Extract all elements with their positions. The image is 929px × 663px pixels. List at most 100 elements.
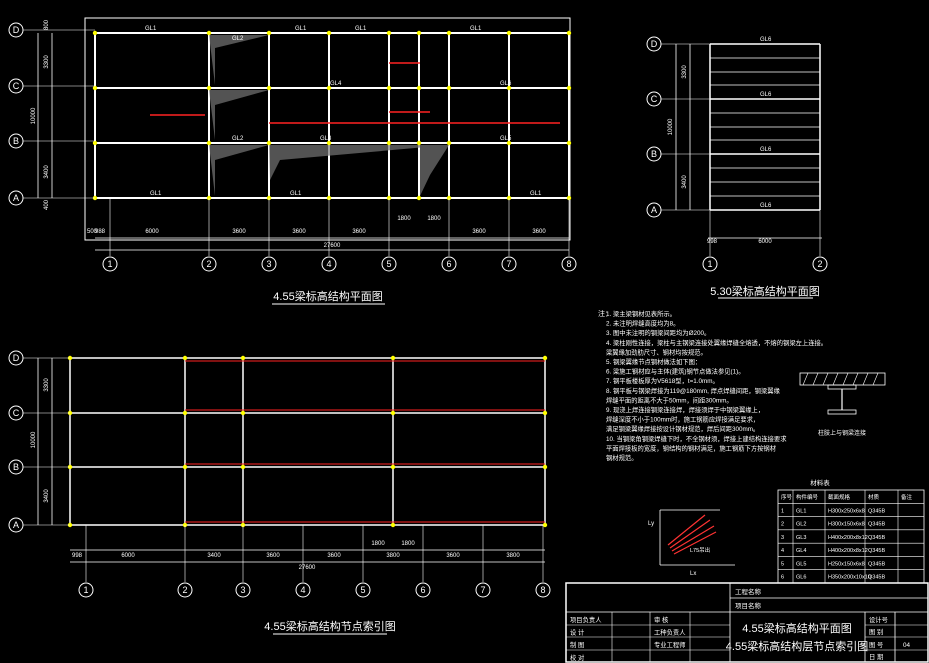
note-line: 9. 现浇上焊连接钢梁连接焊，焊接须焊于中钢梁翼缘上， (606, 405, 764, 414)
p2-beam-label: GL6 (760, 37, 772, 43)
table-cell: Q345B (868, 522, 885, 528)
hatch-line (862, 372, 869, 386)
axis-label: 7 (480, 585, 485, 595)
table-cell: GL2 (796, 522, 806, 528)
axis-label: 8 (540, 585, 545, 595)
plan-4-55-structure[interactable]: GL1 GL1 GL1 GL1 GL1 GL1 GL1 GL2 GL2 GL3 … (8, 17, 577, 305)
axis-label: 2 (182, 585, 187, 595)
slab-hatch-5 (420, 145, 449, 196)
axis-label: C (651, 94, 658, 104)
detail-caption: 柱肢上与钢梁连接 (818, 429, 866, 437)
p3-axis-C: C (8, 405, 24, 421)
axis-bubble-circle (102, 256, 118, 272)
axis-label: 5 (386, 259, 391, 269)
p2-dim-y: 3300 (682, 65, 688, 79)
table-cell: H250x150x6x8 (828, 561, 865, 567)
axis-bubble-C: C (8, 78, 24, 94)
axis-label: D (13, 25, 20, 35)
detail-flange-bottom (827, 409, 857, 415)
node-marker (416, 30, 422, 36)
axis-bubble-B: B (8, 133, 24, 149)
beam-label: GL1 (470, 26, 482, 32)
axis-bubble-circle (235, 582, 251, 598)
table-header: 序号 (781, 493, 793, 501)
p3-overall-x: 27600 (299, 565, 316, 571)
axis-label: A (13, 193, 19, 203)
p3-dim-x: 3600 (266, 553, 280, 559)
plan-5-30-structure[interactable]: GL6 GL6 GL6 GL6 998 6000 3300 3400 10000… (646, 36, 828, 299)
tb-sub-label: 项目名称 (735, 601, 762, 610)
axis-label: 2 (817, 259, 822, 269)
note-line: 焊缝平面的距离不大于50mm，间距300mm。 (606, 395, 733, 404)
axis-label: A (13, 520, 19, 530)
note-line: 10. 当钢梁角钢梁焊缝下时，不全钢材须，焊接上建结构连接要求 (606, 434, 787, 443)
p3-axis-8: 8 (535, 582, 551, 598)
beam-label: GL6 (500, 81, 512, 87)
axis-bubble-8: 8 (561, 256, 577, 272)
table-cell: GL3 (796, 535, 806, 541)
overall-dim-x: 27600 (324, 243, 341, 249)
node-marker (386, 85, 392, 91)
table-header: 材质 (868, 493, 880, 501)
dim-y: 3400 (44, 165, 50, 179)
dim-x: 3600 (352, 229, 366, 235)
table-cell: 5 (781, 561, 784, 567)
node-marker (240, 464, 246, 470)
node-marker (542, 355, 548, 361)
p2-axis-A: A (646, 202, 662, 218)
axis-bubble-7: 7 (501, 256, 517, 272)
axis-label: 6 (446, 259, 451, 269)
plan1-frame (84, 17, 571, 241)
hatch-line (822, 372, 829, 386)
axis-label: B (13, 136, 19, 146)
table-cell: GL1 (796, 508, 806, 514)
node-marker (566, 140, 572, 146)
tb-left-label: 制 图 (570, 640, 584, 649)
note-line: 焊缝深度不小于100mm时，施工钢筋应焊接满足要求， (606, 415, 759, 424)
beam-label: GL1 (295, 26, 307, 32)
p3-dim-x: 998 (72, 553, 83, 559)
tb-right-label: 日 期 (869, 653, 883, 661)
axis-bubble-D: D (8, 22, 24, 38)
p2-axis-2: 2 (812, 256, 828, 272)
note-line: 4. 梁柱刚性连接，梁柱与主钢梁连接处翼缘焊缝全熔透，不熔的钢梁左上连接。 (606, 338, 827, 347)
title-block-frame (565, 582, 929, 663)
beam-connection-sketch: Ly Lx L75吊出 (648, 509, 735, 577)
axis-label: B (13, 462, 19, 472)
dim-x: 3600 (532, 229, 546, 235)
node-marker (390, 410, 396, 416)
dim-x: 988 (95, 229, 106, 235)
axis-label: 3 (240, 585, 245, 595)
axis-label: D (13, 353, 20, 363)
hatch-line (832, 372, 839, 386)
axis-bubble-circle (501, 256, 517, 272)
beam-label: GL1 (145, 26, 157, 32)
tb-right-label: 设计号 (869, 615, 888, 624)
general-notes: 注： 1. 梁主梁钢材见表所示。2. 未注明焊缝高度均为8。3. 图中未注明的钢… (598, 309, 827, 462)
hatch-line (802, 372, 809, 386)
p3-axis-A: A (8, 517, 24, 533)
overall-dim-y: 10000 (31, 107, 37, 124)
p3-axis-D: D (8, 350, 24, 366)
note-line: 平面焊接板的宽度，钢结构的钢材满足，施工钢筋下方按钢材 (606, 443, 777, 452)
p3-axis-7: 7 (475, 582, 491, 598)
node-marker (390, 464, 396, 470)
table-cell: 2 (781, 522, 784, 528)
p2-axis-1: 1 (702, 256, 718, 272)
node-marker (542, 522, 548, 528)
axis-bubble-circle (78, 582, 94, 598)
node-marker (416, 140, 422, 146)
axis-bubble-circle (355, 582, 371, 598)
table-cell: H350x200x10x10 (828, 575, 871, 581)
p3-axis-6: 6 (415, 582, 431, 598)
node-marker (92, 30, 98, 36)
plan-4-55-node-index[interactable]: 998 6000 3400 3600 3600 3800 3600 3800 1… (8, 350, 551, 635)
beam-label: GL2 (232, 36, 244, 42)
table-cell: GL4 (796, 548, 806, 554)
p3-axis-B: B (8, 459, 24, 475)
tb-right-label: 图 号 (869, 641, 883, 649)
